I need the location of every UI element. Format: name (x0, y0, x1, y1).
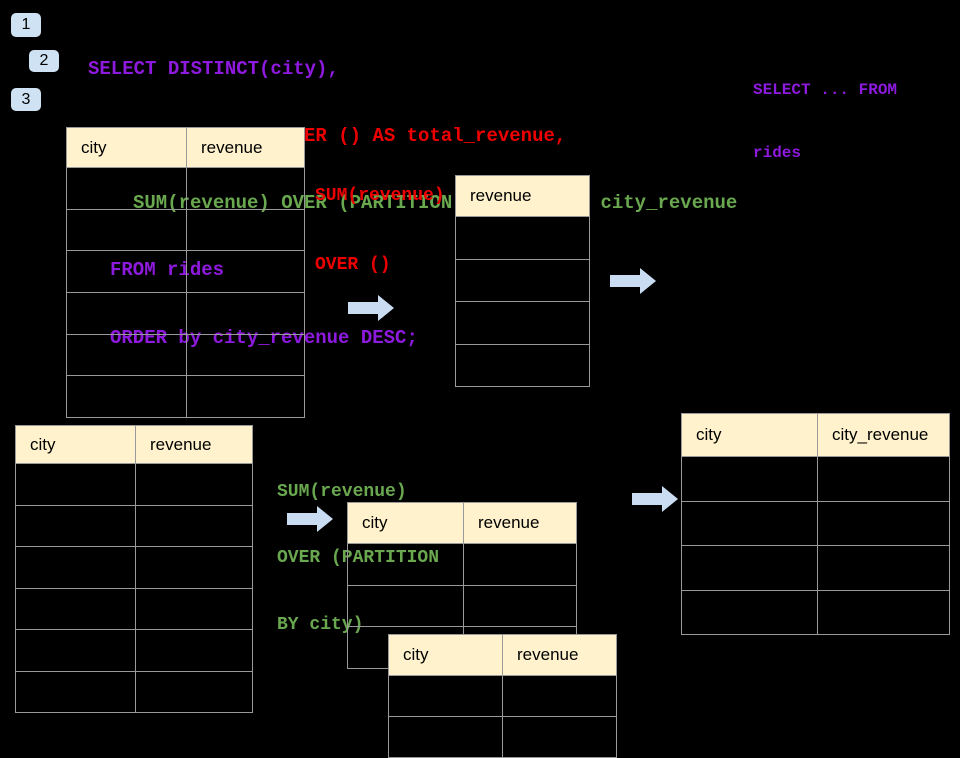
table-row (347, 543, 577, 586)
table-row (15, 546, 253, 589)
column-header-city: city (15, 425, 136, 464)
table-row (388, 716, 617, 758)
annotation-total-line1: SUM(revenue) (315, 186, 445, 206)
table-row (66, 375, 305, 419)
column-header-city-revenue: city_revenue (817, 413, 950, 457)
table-row (15, 463, 253, 506)
table-row (681, 500, 950, 546)
table-row (455, 343, 590, 387)
table-source-top: city revenue (66, 127, 305, 419)
table-row (347, 584, 577, 628)
table-header-row: city revenue (66, 127, 305, 168)
table-row (681, 589, 950, 635)
annotation-partition-line1: SUM(revenue) (277, 481, 407, 502)
table-row (15, 587, 253, 630)
table-row (15, 670, 253, 713)
column-header-city: city (388, 634, 503, 676)
step-badge-1: 1 (11, 13, 41, 37)
table-source-bottom: city revenue (15, 425, 253, 713)
column-header-revenue: revenue (463, 502, 577, 544)
column-header-revenue: revenue (186, 127, 305, 168)
flow-arrow-3-icon (287, 506, 333, 532)
side-note-line1: SELECT ... FROM (753, 81, 898, 99)
side-note-line2: rides (753, 144, 802, 162)
flow-arrow-1-icon (348, 295, 394, 321)
sql-line-select: SELECT DISTINCT(city), (88, 57, 339, 80)
table-final-result: city city_revenue (681, 413, 950, 635)
column-header-revenue: revenue (135, 425, 253, 464)
annotation-total: SUM(revenue) OVER () (315, 139, 445, 300)
step-badge-3: 3 (11, 88, 41, 111)
table-row (66, 167, 305, 210)
column-header-revenue: revenue (502, 634, 617, 676)
table-header-row: city revenue (347, 502, 577, 544)
table-row (66, 250, 305, 294)
column-header-city: city (347, 502, 464, 544)
table-row (15, 629, 253, 672)
step-badge-2: 2 (29, 50, 59, 72)
table-row (681, 545, 950, 591)
flow-arrow-2-icon (610, 268, 656, 294)
column-header-revenue: revenue (455, 175, 590, 217)
table-row (455, 301, 590, 345)
table-row (66, 333, 305, 377)
table-row (66, 292, 305, 335)
column-header-city: city (681, 413, 818, 457)
table-row (388, 675, 617, 717)
flow-arrow-4-icon (632, 486, 678, 512)
table-row (455, 258, 590, 302)
table-total-result: revenue (455, 175, 590, 387)
table-header-row: city revenue (15, 425, 253, 464)
column-header-city: city (66, 127, 187, 168)
side-note: SELECT ... FROM rides (753, 38, 897, 185)
table-header-row: revenue (455, 175, 590, 217)
annotation-total-line2: OVER () (315, 255, 391, 275)
table-row (681, 456, 950, 502)
table-partition-overlay: city revenue (388, 634, 617, 758)
table-header-row: city revenue (388, 634, 617, 676)
table-header-row: city city_revenue (681, 413, 950, 457)
table-row (66, 208, 305, 252)
table-row (455, 216, 590, 260)
table-row (15, 504, 253, 547)
